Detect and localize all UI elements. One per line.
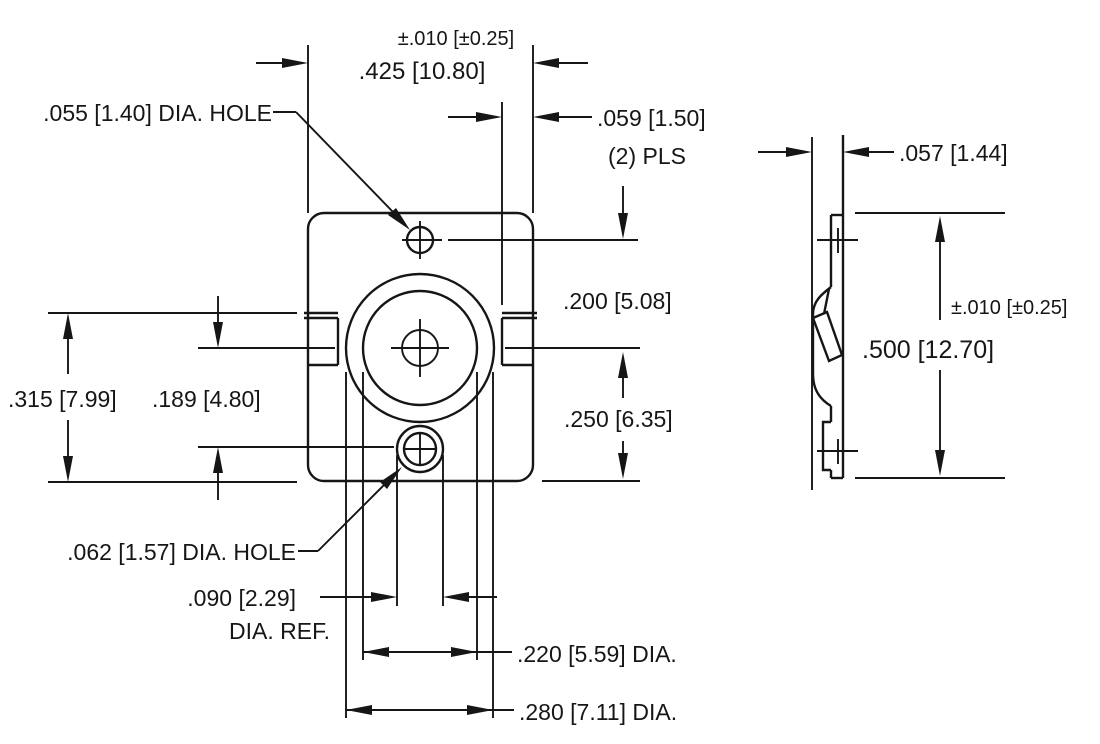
- spring-dome: [811, 286, 832, 408]
- top-hole-leader: [273, 111, 410, 230]
- side-view: [758, 135, 1005, 490]
- dia-ref-label: DIA. REF.: [229, 618, 330, 644]
- dim-315-lines: [63, 313, 73, 482]
- side-plate: [811, 135, 858, 490]
- dim-tab-places-label: (2) PLS: [608, 143, 686, 169]
- bottom-tab: [821, 420, 831, 472]
- main-boss: [344, 272, 496, 424]
- dim-height-tolerance-label: ±.010 [±0.25]: [951, 297, 1067, 319]
- dim-tab-lines: [448, 112, 628, 239]
- front-body-outline: [306, 211, 535, 483]
- dim-090-lines: [320, 592, 497, 602]
- dim-thickness-lines: [758, 147, 894, 157]
- extension-lines: [48, 45, 640, 718]
- dim-right-lines: [618, 352, 628, 479]
- dim-250-label: .250 [6.35]: [564, 406, 673, 432]
- left-tab-notch: [304, 311, 340, 367]
- inner-circle: [361, 289, 479, 407]
- dim-tab-label: .059 [1.50]: [597, 105, 706, 131]
- dim-height-lines: [855, 212, 1005, 479]
- dim-220-label: .220 [5.59] DIA.: [517, 641, 677, 667]
- dim-200-label: .200 [5.08]: [563, 288, 672, 314]
- dim-thickness-label: .057 [1.44]: [899, 140, 1008, 166]
- bottom-hole-leader: [298, 467, 402, 552]
- dim-220-lines: [363, 647, 512, 657]
- top-hole-label: .055 [1.40] DIA. HOLE: [43, 100, 272, 126]
- dim-189-lines: [213, 296, 223, 500]
- spring-flap: [811, 310, 844, 363]
- top-hole: [402, 221, 442, 259]
- dim-280-lines: [346, 705, 514, 715]
- dim-width-lines: [256, 58, 588, 68]
- dim-315-label: .315 [7.99]: [8, 386, 117, 412]
- right-tab-notch: [500, 311, 537, 367]
- front-view: [48, 45, 640, 718]
- bottom-hole-label: .062 [1.57] DIA. HOLE: [67, 539, 296, 565]
- dim-189-label: .189 [4.80]: [152, 386, 261, 412]
- outer-circle: [344, 272, 496, 424]
- dim-280-label: .280 [7.11] DIA.: [519, 699, 677, 725]
- bottom-hole: [395, 424, 445, 474]
- dim-width-label: .425 [10.80]: [359, 58, 486, 85]
- dim-090-label: .090 [2.29]: [187, 585, 296, 611]
- dim-width-tolerance-label: ±.010 [±0.25]: [398, 28, 514, 50]
- dim-height-label: .500 [12.70]: [862, 336, 994, 364]
